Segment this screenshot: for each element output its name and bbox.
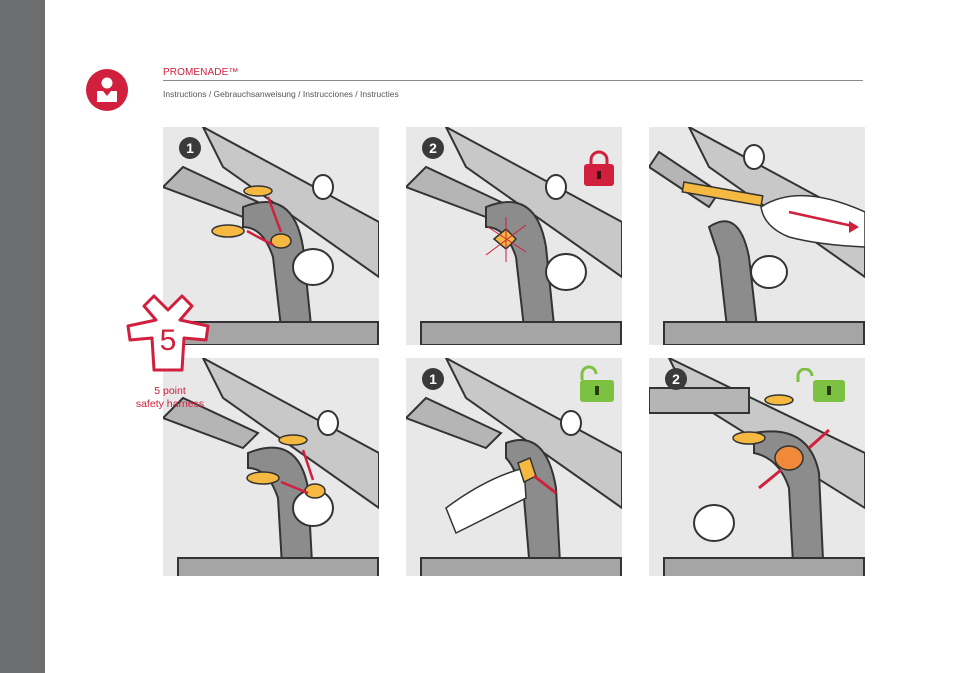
step-number: 1 <box>422 368 444 390</box>
step-number: 2 <box>422 137 444 159</box>
instruction-panel-2: 2 <box>406 127 622 345</box>
padlock-locked-icon <box>584 150 614 186</box>
brand-title: PROMENADE™ <box>163 67 239 78</box>
svg-text:5: 5 <box>160 324 177 357</box>
harness-label: 5 point safety harness <box>118 385 222 411</box>
padlock-unlocked-icon <box>796 368 845 402</box>
hand-icon <box>760 194 865 248</box>
instruction-panel-3 <box>649 127 865 345</box>
five-point-harness-icon: 5 <box>126 294 210 372</box>
header-rule <box>163 80 863 81</box>
instruction-panel-5: 1 <box>406 358 622 576</box>
harness-label-line1: 5 point <box>154 385 186 397</box>
subtitle: Instructions / Gebrauchsanweisung / Inst… <box>163 89 399 99</box>
side-bar <box>0 0 45 673</box>
instruction-panel-6: 2 <box>649 358 865 576</box>
step-number: 2 <box>665 368 687 390</box>
instruction-panel-1: 1 <box>163 127 379 345</box>
instruction-panel-4 <box>163 358 379 576</box>
padlock-unlocked-icon <box>580 365 614 402</box>
step-number: 1 <box>179 137 201 159</box>
user-badge-icon <box>86 69 128 111</box>
harness-label-line2: safety harness <box>135 398 205 410</box>
